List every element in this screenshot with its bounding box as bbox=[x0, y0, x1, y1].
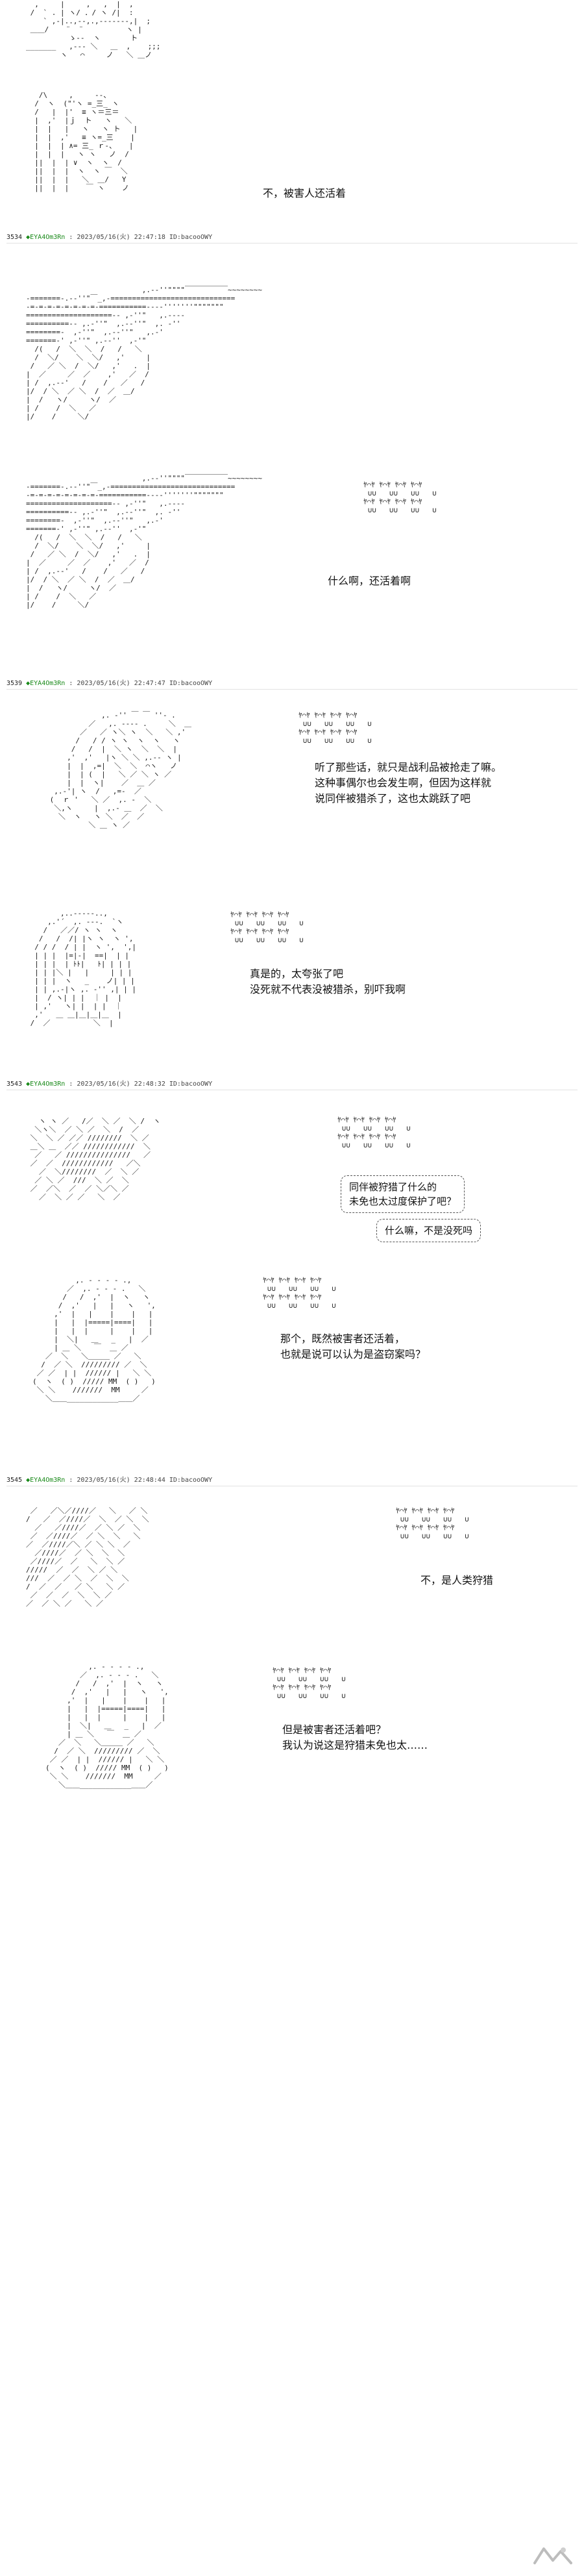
crowd-ascii-art: ﾔ⌒ﾔ ﾔ⌒ﾔ ﾔ⌒ﾔ ﾔ⌒ﾔ ∪∪ ∪∪ ∪∪ ∪ ﾔ⌒ﾔ ﾔ⌒ﾔ ﾔ⌒ﾔ ﾔ… bbox=[363, 481, 437, 514]
divider bbox=[6, 243, 578, 244]
crowd-ascii-art: ﾔ⌒ﾔ ﾔ⌒ﾔ ﾔ⌒ﾔ ﾔ⌒ﾔ ∪∪ ∪∪ ∪∪ ∪ ﾔ⌒ﾔ ﾔ⌒ﾔ ﾔ⌒ﾔ ﾔ… bbox=[337, 1116, 411, 1149]
ascii-art-character: ,..-‐‐‐-.., ,.'´ ,. -‐-. `ヽ / ／／/ ヽ ヽ ヽ … bbox=[30, 909, 136, 1027]
post-id[interactable]: 3534 bbox=[6, 234, 23, 241]
dialogue-text: 但是被害者还活着吧？ 我认为说这是狩猎未免也太…… bbox=[282, 1723, 428, 1751]
post-id[interactable]: 3543 bbox=[6, 1081, 23, 1088]
logo-icon bbox=[531, 2544, 576, 2570]
post-header: 3539 ◆EYA4Om3Rn : 2023/05/16(火) 22:47:47… bbox=[6, 677, 578, 690]
ascii-art-character: /\ , ‐-、 / ヽ ("'ヽ =_三_ ヽ / | |' ≡ ヽ＝三＝ |… bbox=[34, 91, 138, 192]
dialogue-text: 不，是人类狩猎 bbox=[420, 1574, 494, 1586]
post-trip[interactable]: ◆EYA4Om3Rn bbox=[26, 234, 66, 241]
post-id[interactable]: 3545 bbox=[6, 1477, 23, 1484]
post-trip[interactable]: ◆EYA4Om3Rn bbox=[26, 1081, 66, 1088]
ascii-art-character: ,. ‐'' ￣ ￣ ''‐ . ／ ,. -‐‐- . ＼ ＿ ／ ／ ヽ＼ … bbox=[49, 711, 192, 829]
crowd-ascii-art: ﾔ⌒ﾔ ﾔ⌒ﾔ ﾔ⌒ﾔ ﾔ⌒ﾔ ∪∪ ∪∪ ∪∪ ∪ ﾔ⌒ﾔ ﾔ⌒ﾔ ﾔ⌒ﾔ ﾔ… bbox=[396, 1507, 469, 1540]
post-meta: : 2023/05/16(火) 22:47:18 ID:bacooOWY bbox=[69, 234, 213, 241]
ascii-art-character: ／ ／＼／////／ ＼ ／ ＼ / ／ ／////／ ＼ ／ ＼ ＼ ／ ／/… bbox=[26, 1507, 149, 1608]
post-meta: : 2023/05/16(火) 22:48:44 ID:bacooOWY bbox=[69, 1477, 213, 1484]
dialogue-text: 什么啊，还活着啊 bbox=[328, 575, 411, 587]
ascii-art-character: ,.-‐''""""￣￣￣￣￣￣~~~~~~~~ -=======-.-‐''"… bbox=[26, 474, 263, 609]
crowd-ascii-art: ﾔ⌒ﾔ ﾔ⌒ﾔ ﾔ⌒ﾔ ﾔ⌒ﾔ ∪∪ ∪∪ ∪∪ ∪ ﾔ⌒ﾔ ﾔ⌒ﾔ ﾔ⌒ﾔ ﾔ… bbox=[298, 711, 372, 745]
post-meta: : 2023/05/16(火) 22:47:47 ID:bacooOWY bbox=[69, 680, 213, 687]
dialogue-text: 那个，既然被害者还活着， 也就是说可以认为是盗窃案吗？ bbox=[280, 1332, 426, 1360]
ascii-art-character: ,. ‐ ‐ ‐ ‐ ., ／ ,. ‐ ‐ ‐ . ＼ / / ,' | ヽ … bbox=[32, 1276, 156, 1403]
dialogue-text: 不，被害人还活着 bbox=[263, 187, 347, 199]
crowd-ascii-art: ﾔ⌒ﾔ ﾔ⌒ﾔ ﾔ⌒ﾔ ﾔ⌒ﾔ ∪∪ ∪∪ ∪∪ ∪ ﾔ⌒ﾔ ﾔ⌒ﾔ ﾔ⌒ﾔ ﾔ… bbox=[230, 910, 304, 944]
speech-bubble: 什么嘛，不是没死吗 bbox=[376, 1219, 481, 1242]
divider bbox=[6, 689, 578, 690]
post-header: 3545 ◆EYA4Om3Rn : 2023/05/16(火) 22:48:44… bbox=[6, 1474, 578, 1486]
dialogue-text: 真是的，太夸张了吧 没死就不代表没被猎杀，别吓我啊 bbox=[250, 968, 406, 995]
ascii-art-top: , | , , | , / ` . | ヽ/ ．/ ヽ /| : ` ,-|..… bbox=[26, 0, 161, 59]
speech-bubble: 同伴被狩猎了什么的 未免也太过度保护了吧？ bbox=[341, 1175, 465, 1213]
post-id[interactable]: 3539 bbox=[6, 680, 23, 687]
ascii-art-character: ヽ ヽ ／ /／ ＼ ／ ＼ / ヽ ＼ヽ＼ ／ ＼ ／ ＼ / ／ ＼ ＼ ／… bbox=[30, 1117, 161, 1201]
crowd-ascii-art: ﾔ⌒ﾔ ﾔ⌒ﾔ ﾔ⌒ﾔ ﾔ⌒ﾔ ∪∪ ∪∪ ∪∪ ∪ ﾔ⌒ﾔ ﾔ⌒ﾔ ﾔ⌒ﾔ ﾔ… bbox=[273, 1666, 346, 1700]
post-meta: : 2023/05/16(火) 22:48:32 ID:bacooOWY bbox=[69, 1081, 213, 1088]
ascii-art-character: ,. ‐ ‐ ‐ ‐ ., ／ ,. ‐ ‐ ‐ . ＼ / / ,' | ヽ … bbox=[45, 1662, 169, 1789]
ascii-art-character: ,.-‐''""""￣￣￣￣￣￣~~~~~~~~ -=======-.-‐''"… bbox=[26, 286, 263, 421]
dialogue-text: 听了那些话，就只是战利品被抢走了嘛。 这种事偶尔也会发生啊，但因为这样就 说同伴… bbox=[315, 761, 502, 805]
post-header: 3534 ◆EYA4Om3Rn : 2023/05/16(火) 22:47:18… bbox=[6, 231, 578, 244]
post-header: 3543 ◆EYA4Om3Rn : 2023/05/16(火) 22:48:32… bbox=[6, 1078, 578, 1090]
post-trip[interactable]: ◆EYA4Om3Rn bbox=[26, 1477, 66, 1484]
post-trip[interactable]: ◆EYA4Om3Rn bbox=[26, 680, 66, 687]
crowd-ascii-art: ﾔ⌒ﾔ ﾔ⌒ﾔ ﾔ⌒ﾔ ﾔ⌒ﾔ ∪∪ ∪∪ ∪∪ ∪ ﾔ⌒ﾔ ﾔ⌒ﾔ ﾔ⌒ﾔ ﾔ… bbox=[263, 1276, 336, 1310]
